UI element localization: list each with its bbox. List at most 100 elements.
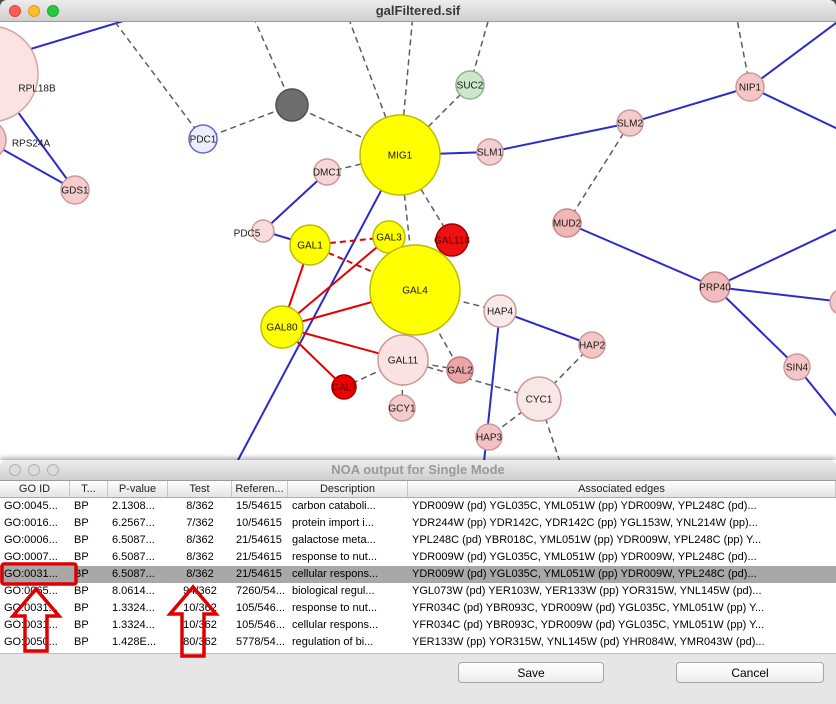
network-edge[interactable] [566, 122, 631, 224]
node-GAL1[interactable]: GAL1 [289, 224, 331, 266]
column-header[interactable]: Associated edges [408, 481, 836, 497]
minimize-button[interactable] [28, 464, 40, 476]
node-label: GAL80 [266, 323, 298, 334]
column-header[interactable]: P-value [108, 481, 168, 497]
node-RPS24A[interactable]: RPS24A [0, 120, 51, 160]
node-label: GAL7 [331, 383, 357, 394]
close-button[interactable] [9, 464, 21, 476]
minimize-button[interactable] [28, 4, 40, 17]
node-SUC2[interactable]: SUC2 [455, 70, 485, 100]
node-MIG1[interactable]: MIG1 [359, 114, 441, 196]
node-PDC1[interactable]: PDC1 [188, 124, 218, 154]
node-GAL4[interactable]: GAL4 [369, 244, 461, 336]
zoom-button[interactable] [47, 4, 59, 17]
node-HAP4[interactable]: HAP4 [483, 294, 517, 328]
table-cell: 10/54615 [236, 517, 282, 529]
traffic-lights [9, 4, 59, 17]
table-cell: 7260/54... [236, 585, 285, 597]
table-cell: 6.5087... [112, 551, 155, 563]
table-cell: cellular respons... [292, 568, 379, 580]
network-edge[interactable] [629, 86, 751, 124]
node-GAL7[interactable]: GAL7 [331, 374, 357, 400]
network-edge[interactable] [281, 236, 390, 328]
table-cell: YDR244W (pp) YDR142C, YDR142C (pp) YGL15… [412, 517, 758, 529]
column-header[interactable]: Referen... [232, 481, 288, 497]
table-cell: 6.2567... [112, 517, 155, 529]
node-label: HAP2 [579, 341, 606, 352]
table-cell: response to nut... [292, 602, 377, 614]
zoom-button[interactable] [47, 464, 59, 476]
node-MUD2[interactable]: MUD2 [552, 208, 582, 238]
column-header[interactable]: Description [288, 481, 408, 497]
node-label: MIG1 [388, 151, 413, 162]
node-label: GAL2 [447, 366, 473, 377]
node-HAP2[interactable]: HAP2 [578, 331, 606, 359]
save-button[interactable]: Save [458, 662, 604, 683]
table-cell: GO:0050... [4, 636, 58, 648]
node-NIP1[interactable]: NIP1 [735, 72, 765, 102]
network-edge[interactable] [714, 286, 798, 368]
network-edge[interactable] [399, 84, 471, 156]
node-RPL18B[interactable]: RPL18B [0, 26, 56, 122]
node-CYC1[interactable]: CYC1 [516, 376, 562, 422]
network-edge[interactable] [749, 86, 836, 130]
node-DMC1[interactable]: DMC1 [313, 158, 342, 186]
node-PRP40[interactable]: PRP40 [699, 271, 731, 303]
noa-window-titlebar: NOA output for Single Mode [0, 460, 836, 481]
node-GAL2[interactable]: GAL2 [446, 356, 474, 384]
close-button[interactable] [9, 4, 21, 17]
node-unlabeled[interactable] [275, 88, 309, 122]
node-SLM1[interactable]: SLM1 [476, 138, 504, 166]
network-edge[interactable] [402, 359, 540, 400]
table-cell: BP [74, 500, 89, 512]
network-edge[interactable] [236, 154, 401, 463]
node-SIN4[interactable]: SIN4 [783, 353, 811, 381]
node-label: HAP4 [487, 307, 514, 318]
table-cell: 105/546... [236, 602, 285, 614]
column-header[interactable]: Test [168, 481, 232, 497]
table-cell: BP [74, 551, 89, 563]
table-cell: BP [74, 636, 89, 648]
node-label: GAL1 [297, 241, 323, 252]
network-window-titlebar: galFiltered.sif [0, 0, 836, 22]
node-GAL118[interactable]: GAL118 [434, 223, 470, 257]
node-HAP3[interactable]: HAP3 [475, 423, 503, 451]
node-GAL11[interactable]: GAL11 [377, 334, 429, 386]
table-cell: GO:0031... [4, 602, 58, 614]
node-GAL3[interactable]: GAL3 [372, 220, 406, 254]
network-edge[interactable] [252, 22, 293, 106]
table-cell: 2.1308... [112, 500, 155, 512]
node-PDC5[interactable]: PDC5 [234, 219, 275, 243]
network-edge[interactable] [714, 286, 836, 303]
node-GCY1[interactable]: GCY1 [388, 394, 416, 422]
column-header[interactable]: T... [70, 481, 108, 497]
cancel-button[interactable]: Cancel [676, 662, 824, 683]
table-cell: 10/362 [183, 602, 217, 614]
network-edge[interactable] [714, 228, 836, 288]
traffic-lights [9, 464, 59, 476]
network-edge[interactable] [566, 222, 716, 288]
node-unlabeled[interactable] [829, 289, 836, 315]
node-GAL80[interactable]: GAL80 [260, 305, 304, 349]
node-GDS1[interactable]: GDS1 [60, 175, 90, 205]
column-header[interactable]: GO ID [0, 481, 70, 497]
node-label: SLM1 [477, 148, 504, 159]
network-edge[interactable] [262, 171, 328, 232]
node-SLM2[interactable]: SLM2 [616, 109, 644, 137]
network-edge[interactable] [749, 22, 836, 88]
network-edge[interactable] [489, 122, 631, 153]
network-edge[interactable] [112, 22, 204, 140]
